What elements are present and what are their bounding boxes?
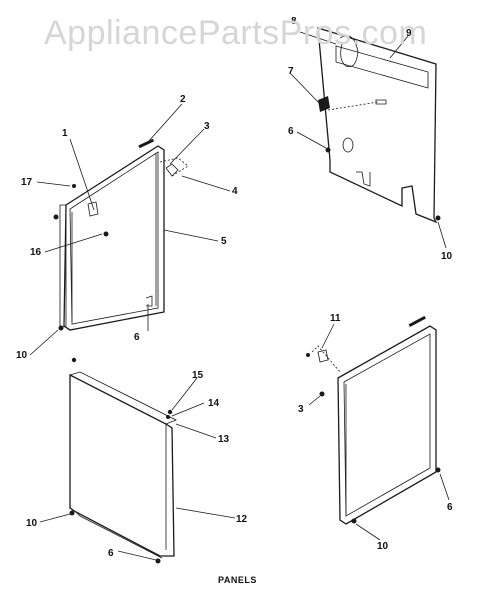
callout-17: 17 [21, 177, 33, 188]
callout-10: 10 [377, 541, 389, 552]
callout-3: 3 [298, 404, 304, 415]
screw-part [71, 357, 77, 363]
screw-part [351, 518, 357, 524]
screw-part [435, 467, 441, 473]
leader-lines [29, 31, 450, 561]
callout-5: 5 [221, 236, 227, 247]
callout-15: 15 [192, 370, 204, 381]
callout-labels: 1 2 3 4 5 6 6 6 6 7 8 9 10 10 10 10 11 1… [16, 16, 453, 559]
clip-part [87, 201, 99, 217]
callout-9: 9 [406, 28, 412, 39]
callout-8: 8 [291, 16, 297, 27]
callout-10: 10 [16, 350, 28, 361]
screw-part [103, 231, 109, 237]
callout-3: 3 [204, 121, 210, 132]
callout-2: 2 [180, 94, 186, 105]
callout-6: 6 [447, 502, 453, 513]
callout-13: 13 [218, 434, 230, 445]
screw-part [435, 215, 441, 221]
callout-4: 4 [232, 186, 238, 197]
callout-12: 12 [236, 514, 248, 525]
screw-part [155, 558, 161, 564]
screw-part [319, 391, 325, 397]
callout-10: 10 [26, 518, 38, 529]
panel-side [306, 315, 441, 525]
callout-1: 1 [62, 128, 68, 139]
hinge-part [165, 163, 179, 177]
gasket-strip [138, 138, 155, 149]
callout-6: 6 [288, 126, 294, 137]
panel-back [317, 27, 441, 224]
panel-front [69, 357, 177, 564]
callout-10: 10 [441, 251, 453, 262]
screw-part [72, 184, 76, 188]
panel-top-left [53, 138, 189, 331]
callout-6: 6 [108, 548, 114, 559]
spring-part [318, 96, 330, 112]
callout-7: 7 [288, 66, 294, 77]
bracket-part [145, 295, 153, 307]
screw-part [306, 353, 310, 357]
screw-part [69, 510, 75, 516]
screw-part [166, 415, 170, 419]
screw-part [58, 325, 64, 331]
screw-part [167, 409, 173, 415]
gasket-strip [408, 315, 426, 327]
hinge-part [317, 349, 329, 363]
screw-part [53, 214, 59, 220]
callout-6: 6 [134, 332, 140, 343]
diagram-caption: PANELS [218, 575, 257, 585]
callout-16: 16 [30, 247, 42, 258]
callout-14: 14 [208, 398, 220, 409]
callout-11: 11 [330, 313, 341, 324]
screw-part [325, 147, 331, 153]
